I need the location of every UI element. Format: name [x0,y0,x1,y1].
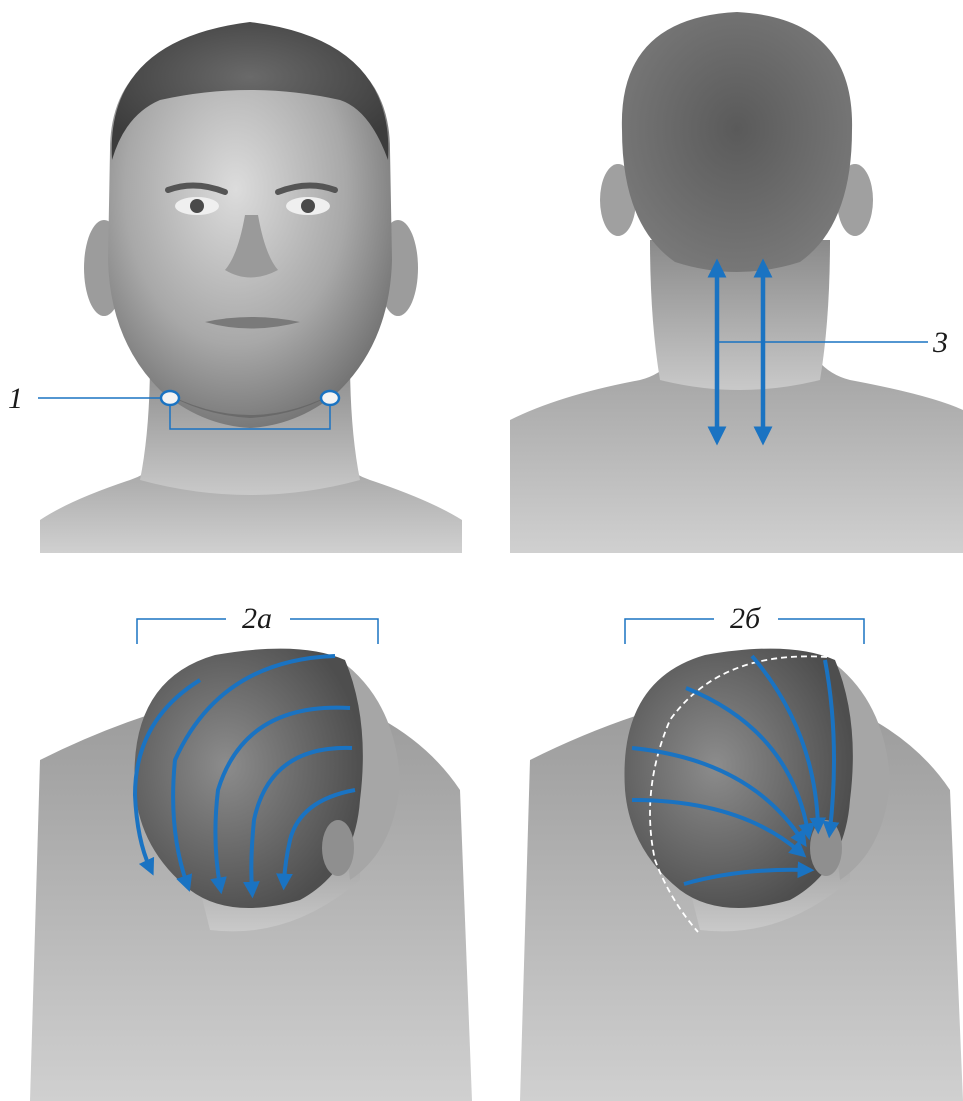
label-zone-2b: 2б [730,602,761,635]
label-point-3: 3 [932,326,948,359]
label-zone-2a: 2а [242,602,272,635]
point-1-left-marker [161,391,179,405]
point-1-right-marker [321,391,339,405]
label-point-1: 1 [8,382,23,415]
three-quarter-back-head-right: 2б [520,602,963,1101]
back-view-head: 3 [510,12,963,553]
three-quarter-back-head-left: 2а [30,602,472,1101]
front-view-head: 1 [8,22,462,553]
